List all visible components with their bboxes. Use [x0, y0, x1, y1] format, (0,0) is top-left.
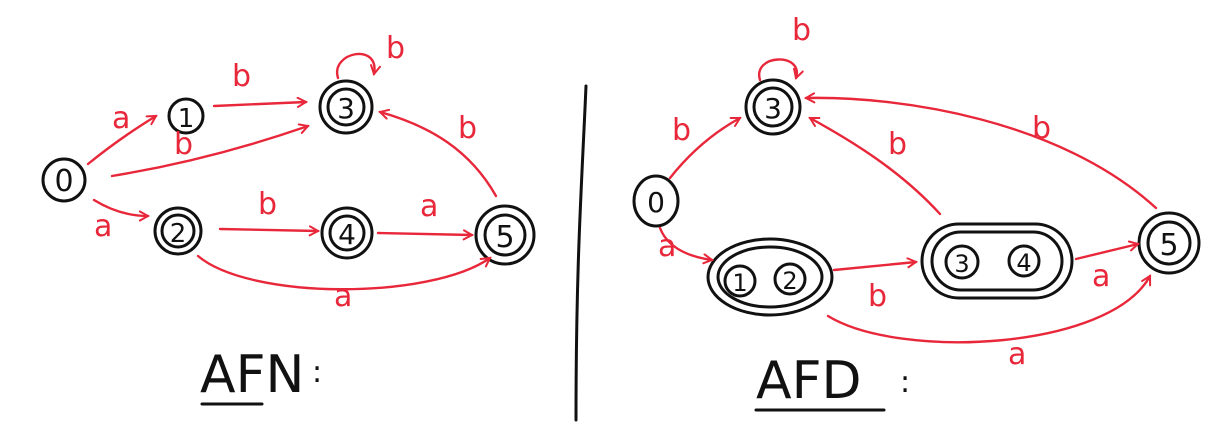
afn-state-3-label: 3	[337, 92, 355, 125]
afn-state-0: 0	[41, 157, 87, 203]
afn-edge-1-3	[212, 102, 306, 106]
afd-state-3: 3	[744, 78, 802, 136]
afd-edge-5-3	[806, 98, 1158, 210]
afd-title-text: AFD	[756, 351, 862, 411]
afd-edge-34-3	[810, 116, 942, 216]
afn-edge-0-3	[110, 126, 308, 178]
afn-diagram: 0 1 2 3 4 5	[41, 31, 536, 406]
afd-edge-34-5-label: a	[1092, 259, 1110, 294]
afn-state-4-label: 4	[338, 218, 356, 251]
afd-edge-12-34-label: b	[868, 279, 887, 314]
afd-edge-0-12-label: a	[658, 229, 676, 264]
afn-edge-5-3	[380, 112, 498, 198]
afd-edge-0-12	[658, 226, 712, 260]
afd-edge-12-5	[826, 276, 1152, 344]
afn-edge-3-3-label: b	[386, 31, 405, 66]
afd-state-34: 3 4	[920, 222, 1074, 300]
afd-edge-34-3-label: b	[888, 127, 907, 162]
afn-state-5: 5	[474, 204, 536, 266]
afd-edge-34-5	[1074, 244, 1138, 261]
afd-title: AFD :	[754, 351, 910, 412]
afn-edge-0-3-label: b	[174, 127, 193, 162]
afn-state-5-label: 5	[495, 220, 514, 255]
afd-edge-0-3	[668, 116, 740, 180]
afn-state-0-label: 0	[54, 164, 73, 199]
afn-state-1: 1	[167, 97, 205, 135]
afd-state-34-label-4: 4	[1016, 249, 1031, 277]
afd-state-0: 0	[632, 174, 680, 228]
afd-state-12-label-2: 2	[782, 267, 797, 295]
afn-edge-0-2-label: a	[94, 209, 112, 244]
afn-edge-3-3-loop	[335, 52, 374, 80]
afd-state-5-label: 5	[1159, 228, 1178, 263]
afn-edge-2-4	[218, 229, 318, 231]
afn-state-4: 4	[320, 206, 374, 260]
afd-diagram: 0 3 1 2 3 4 5	[632, 13, 1201, 412]
afd-edge-3-3-label: b	[792, 13, 811, 48]
afd-edge-12-5-label: a	[1008, 337, 1026, 372]
afn-edge-4-5-label: a	[420, 189, 438, 224]
afd-edge-3-3-loop	[758, 58, 797, 82]
afd-edge-12-34	[832, 262, 916, 272]
afn-edge-2-5	[196, 254, 490, 291]
afn-title-suffix: :	[312, 355, 322, 390]
afd-state-12-label-1: 1	[732, 269, 747, 297]
afn-edge-2-4-label: b	[258, 187, 277, 222]
afn-edge-0-2	[92, 198, 148, 216]
afd-state-0-label: 0	[647, 186, 665, 219]
afn-state-2-label: 2	[170, 219, 187, 249]
afd-edge-0-3-label: b	[672, 113, 691, 148]
afn-edge-5-3-label: b	[458, 111, 477, 146]
afd-state-3-label: 3	[764, 92, 782, 125]
afn-edge-4-5	[376, 233, 472, 235]
afn-title-text: AFN	[200, 345, 304, 405]
afd-state-34-label-3: 3	[954, 250, 969, 278]
afn-state-1-label: 1	[178, 104, 195, 134]
afn-edge-2-5-label: a	[334, 279, 352, 314]
afn-state-2: 2	[153, 206, 203, 256]
afn-state-3: 3	[318, 79, 374, 135]
afn-edge-0-1	[86, 114, 156, 166]
afd-state-5: 5	[1137, 211, 1201, 275]
afd-edge-5-3-label: b	[1032, 111, 1051, 146]
afn-edge-1-3-label: b	[232, 59, 251, 94]
afd-title-suffix: :	[900, 365, 910, 400]
divider-line	[574, 84, 588, 422]
afd-state-12: 1 2	[706, 237, 834, 317]
afn-edge-0-1-label: a	[112, 101, 130, 136]
afn-title: AFN :	[200, 345, 322, 406]
